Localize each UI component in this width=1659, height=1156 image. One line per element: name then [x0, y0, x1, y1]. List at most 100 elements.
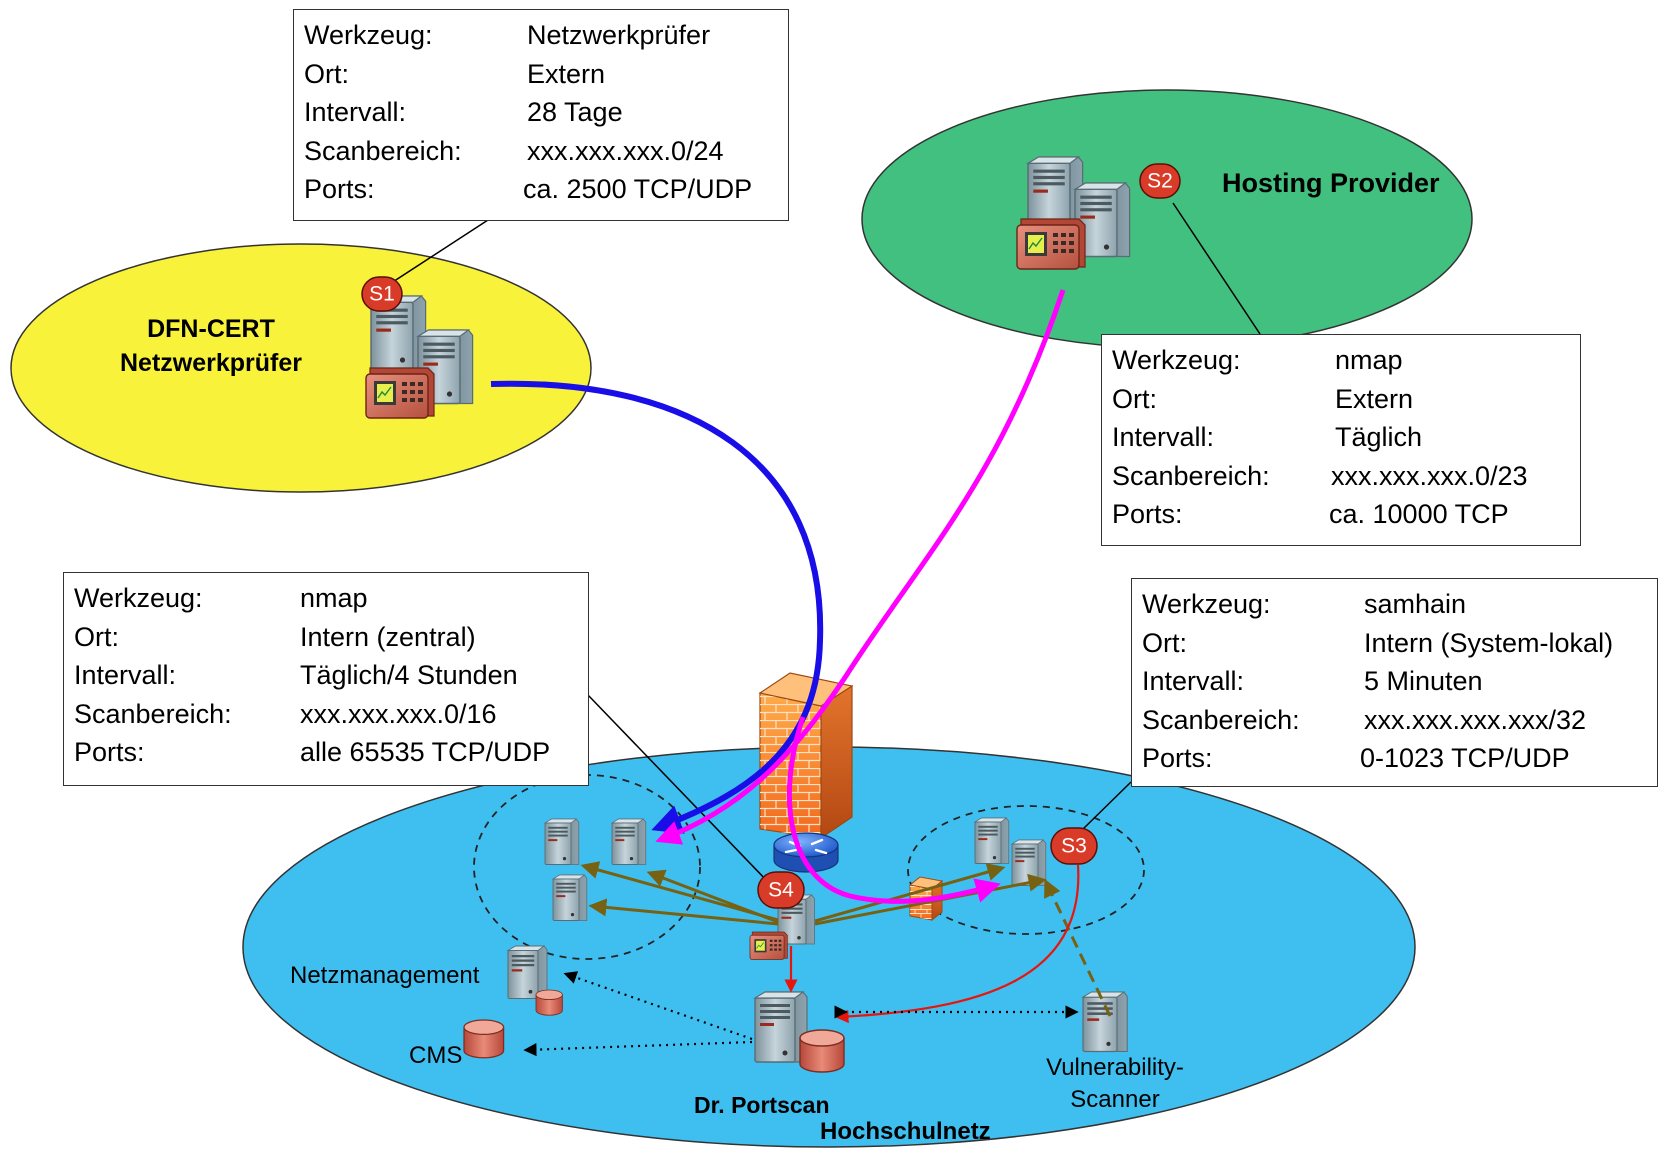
infobox-key: Ports:	[1142, 743, 1213, 773]
infobox-key: Intervall:	[1112, 422, 1215, 452]
infobox-value: ca. 10000 TCP	[1329, 499, 1509, 529]
infobox-row: Ports: ca. 2500 TCP/UDP	[304, 170, 788, 209]
infobox-key: Ort:	[304, 58, 349, 89]
infobox-value: Extern	[1335, 383, 1414, 414]
infobox-key: Ort:	[1142, 627, 1187, 658]
infobox-value: xxx.xxx.xxx.0/23	[1331, 460, 1528, 491]
infobox-key: Scanbereich:	[74, 698, 232, 729]
infobox-key: Werkzeug:	[1112, 345, 1241, 375]
infobox-value: xxx.xxx.xxx.0/24	[527, 135, 724, 166]
infobox-key: Ort:	[74, 621, 119, 652]
infobox-s2: Werkzeug: nmap Ort: Extern Intervall: Tägli…	[1101, 334, 1581, 546]
svg-text:S4: S4	[768, 879, 794, 902]
badge-s3: S3	[1050, 827, 1098, 865]
infobox-value: Netzwerkprüfer	[527, 20, 711, 50]
infobox-s3: Werkzeug: samhain Ort: Intern (System-loka…	[1131, 578, 1658, 787]
campus-network-label: Hochschulnetz	[820, 1118, 991, 1145]
infobox-value: Täglich/4 Stunden	[300, 660, 518, 690]
infobox-row: Scanbereich: xxx.xxx.xxx.0/23	[1112, 457, 1580, 496]
infobox-key: Ports:	[304, 174, 375, 204]
hosting-provider-zone	[861, 89, 1473, 349]
server-icon	[544, 818, 580, 865]
infobox-value: Täglich	[1335, 422, 1423, 452]
dr-portscan-label: Dr. Portscan	[694, 1092, 830, 1118]
infobox-key: Ports:	[1112, 499, 1183, 529]
infobox-key: Werkzeug:	[1142, 589, 1271, 619]
server-icon	[1011, 839, 1047, 886]
s1-flow-arrow	[490, 380, 824, 834]
infobox-row: Ort:Extern	[304, 55, 788, 94]
badge-s2: S2	[1139, 163, 1181, 199]
infobox-key: Intervall:	[74, 660, 177, 690]
s2-callout-line	[1172, 202, 1261, 335]
infobox-value: nmap	[1335, 345, 1403, 375]
s2-flow-arrow	[655, 289, 1066, 845]
infobox-key: Werkzeug:	[74, 583, 203, 613]
vulnerability-scanner-icon	[1082, 991, 1128, 1053]
infobox-value: 28 Tage	[527, 97, 623, 127]
infobox-row: Scanbereich: xxx.xxx.xxx.0/24	[304, 132, 788, 171]
infobox-row: Intervall: Täglich	[1112, 418, 1580, 457]
infobox-value: ca. 2500 TCP/UDP	[523, 174, 753, 204]
infobox-row: Werkzeug: Netzwerkprüfer	[304, 16, 788, 55]
infobox-key: Scanbereich:	[1142, 704, 1300, 735]
dfn-cert-label-line1: DFN-CERT	[147, 315, 275, 343]
vulnerability-scanner-label: Vulnerability- Scanner	[1010, 1052, 1220, 1116]
infobox-key: Scanbereich:	[1112, 460, 1270, 491]
infobox-key: Intervall:	[304, 97, 407, 127]
infobox-value: xxx.xxx.xxx.xxx/32	[1364, 704, 1587, 735]
s3-callout-line	[1081, 781, 1132, 831]
infobox-key: Intervall:	[1142, 666, 1245, 696]
dfn-cert-label: DFN-CERT Netzwerkprüfer	[106, 312, 316, 380]
cms-icon	[463, 1019, 505, 1059]
infobox-key: Werkzeug:	[304, 20, 433, 50]
infobox-row: Intervall: Täglich/4 Stunden	[74, 656, 588, 695]
infobox-key: Scanbereich:	[304, 135, 462, 166]
cms-label: CMS	[409, 1042, 463, 1069]
hosting-provider-label: Hosting Provider	[1222, 168, 1440, 198]
dfn-cert-label-line2: Netzwerkprüfer	[120, 349, 302, 377]
netzmanagement-label: Netzmanagement	[290, 962, 480, 989]
infobox-row: Ort: Intern (zentral)	[74, 618, 588, 657]
infobox-row: Ports: ca. 10000 TCP	[1112, 495, 1580, 534]
s2-flow-arrow-internal	[786, 716, 1001, 904]
dotted-connections	[523, 971, 1079, 1057]
infobox-value: Intern (System-lokal)	[1364, 627, 1614, 658]
badge-s4: S4	[757, 871, 805, 909]
infobox-value: samhain	[1364, 589, 1467, 619]
infobox-s1: Werkzeug: Netzwerkprüfer Ort:Extern Inter…	[293, 9, 789, 221]
infobox-row: Werkzeug: samhain	[1142, 585, 1657, 624]
infobox-row: Scanbereich: xxx.xxx.xxx.0/16	[74, 695, 588, 734]
infobox-row: Scanbereich: xxx.xxx.xxx.xxx/32	[1142, 701, 1657, 740]
infobox-value: xxx.xxx.xxx.0/16	[300, 698, 497, 729]
infobox-value: Intern (zentral)	[300, 621, 476, 652]
vulnerability-scanner-label-line1: Vulnerability-	[1046, 1054, 1184, 1081]
badge-s1: S1	[361, 276, 403, 312]
infobox-value: 5 Minuten	[1364, 666, 1483, 696]
infobox-row: Werkzeug: nmap	[74, 579, 588, 618]
server-group-right	[907, 805, 1145, 935]
infobox-value: 0-1023 TCP/UDP	[1360, 743, 1570, 773]
infobox-key: Ports:	[74, 737, 145, 767]
infobox-row: Intervall: 28 Tage	[304, 93, 788, 132]
s4-callout-line	[586, 693, 771, 885]
infobox-value: nmap	[300, 583, 368, 613]
firewall-icon	[758, 672, 854, 840]
infobox-key: Ort:	[1112, 383, 1157, 414]
infobox-row: Ports: alle 65535 TCP/UDP	[74, 733, 588, 772]
infobox-row: Intervall: 5 Minuten	[1142, 662, 1657, 701]
server-icon	[974, 817, 1010, 864]
infobox-s4: Werkzeug: nmap Ort: Intern (zentral) Inter…	[63, 572, 589, 786]
infobox-value: alle 65535 TCP/UDP	[300, 737, 551, 767]
s1-callout-line	[381, 219, 489, 290]
svg-text:S3: S3	[1061, 835, 1087, 858]
vulnerability-scanner-label-line2: Scanner	[1070, 1086, 1160, 1113]
server-icon	[552, 874, 588, 921]
svg-text:S1: S1	[369, 283, 395, 306]
infobox-row: Werkzeug: nmap	[1112, 341, 1580, 380]
server-icon	[611, 818, 647, 865]
infobox-row: Ort: Intern (System-lokal)	[1142, 624, 1657, 663]
dfn-cert-zone	[10, 243, 592, 493]
